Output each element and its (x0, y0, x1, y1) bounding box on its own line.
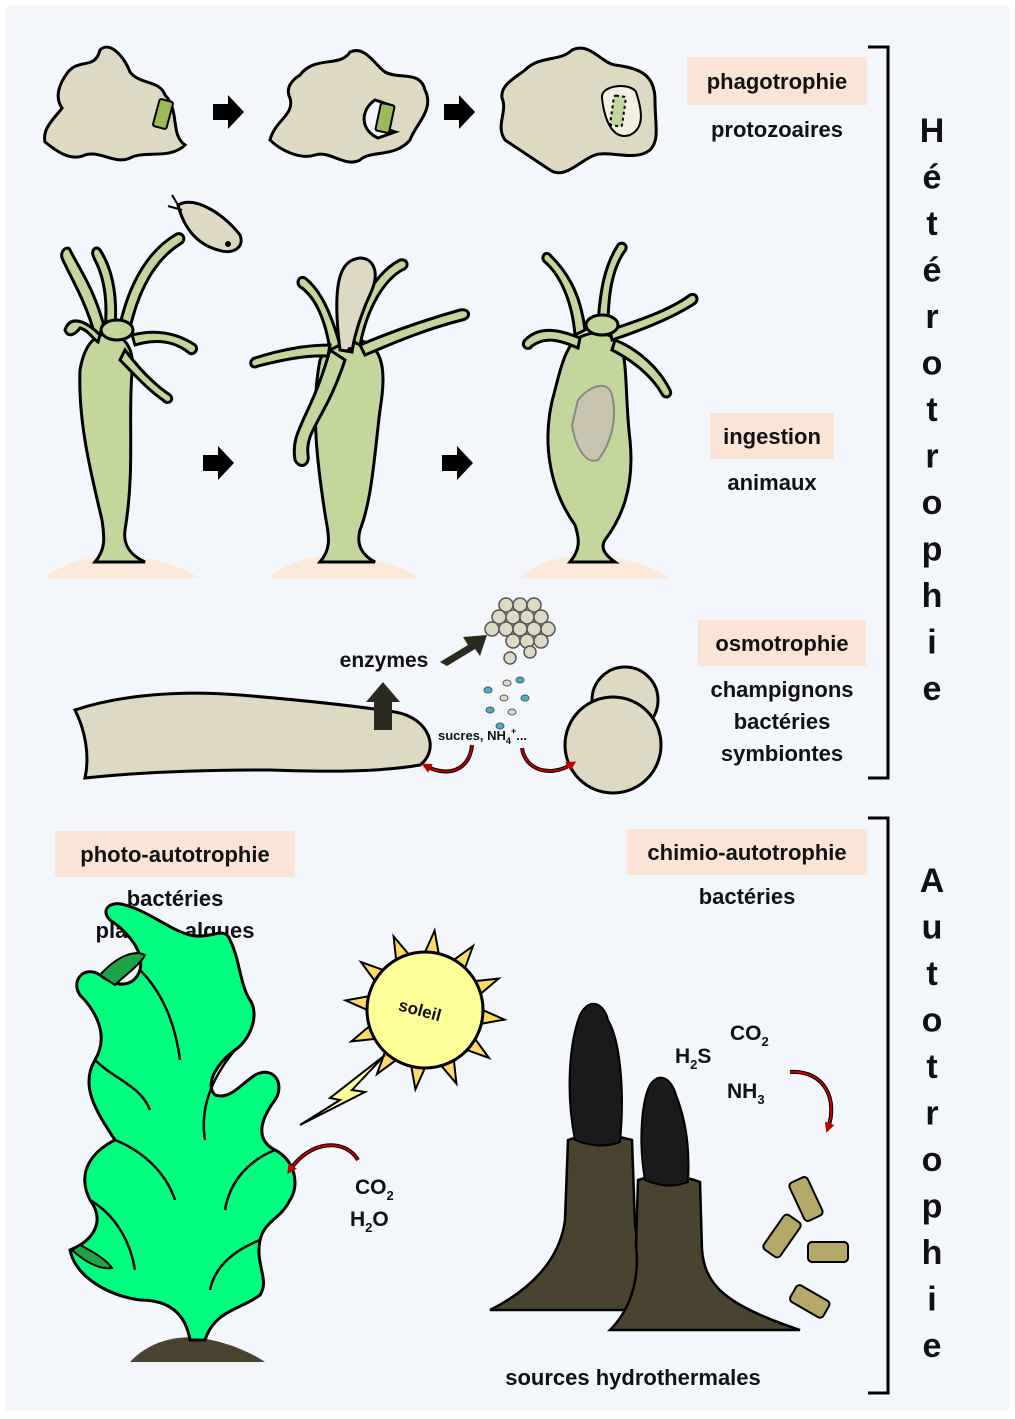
autotrophie-letter: p (922, 1188, 943, 1226)
autotrophie-letter: h (922, 1234, 943, 1272)
heterotrophie-letter: i (927, 624, 936, 662)
autotrophie-letter: u (922, 909, 943, 947)
heterotrophie-letter: o (922, 345, 943, 383)
heterotrophie-letter: o (922, 484, 943, 522)
yeast-cell (565, 697, 661, 793)
osmotrophie-example-3: symbiontes (721, 741, 843, 766)
osmotrophie-example-1: champignons (710, 677, 853, 702)
heterotrophie-letter: p (922, 531, 943, 569)
photo-example-1: bactéries (127, 886, 224, 911)
heterotrophie-letter: H (920, 112, 945, 150)
phagotrophie-examples: protozoaires (711, 117, 843, 142)
autotrophie-letter: A (920, 862, 945, 900)
heterotrophie-letter: h (922, 577, 943, 615)
autotrophie-letter: e (923, 1327, 942, 1365)
autotrophie-letter: o (922, 1141, 943, 1179)
chimio-autotrophie-label: chimio-autotrophie (647, 840, 846, 865)
heterotrophie-letter: é (923, 159, 942, 197)
osmotrophie-label: osmotrophie (715, 631, 848, 656)
heterotrophie-letter: e (923, 670, 942, 708)
photo-autotrophie-label: photo-autotrophie (80, 842, 269, 867)
osmotrophie-example-2: bactéries (734, 709, 831, 734)
autotrophie-letter: t (926, 1048, 937, 1086)
heterotrophie-letter: t (926, 205, 937, 243)
heterotrophie-letter: r (925, 438, 938, 476)
ingestion-examples: animaux (727, 470, 817, 495)
autotrophie-letter: r (925, 1095, 938, 1133)
chimio-example-1: bactéries (699, 884, 796, 909)
autotrophie-letter: t (926, 955, 937, 993)
phagotrophie-label: phagotrophie (707, 69, 848, 94)
enzymes-label: enzymes (340, 649, 429, 672)
heterotrophie-letter: r (925, 298, 938, 336)
autotrophie-letter: i (927, 1281, 936, 1319)
ingestion-label: ingestion (723, 424, 821, 449)
autotrophie-letter: o (922, 1002, 943, 1040)
heterotrophie-letter: t (926, 391, 937, 429)
heterotrophie-letter: é (923, 252, 942, 290)
vents-caption: sources hydrothermales (505, 1365, 761, 1390)
